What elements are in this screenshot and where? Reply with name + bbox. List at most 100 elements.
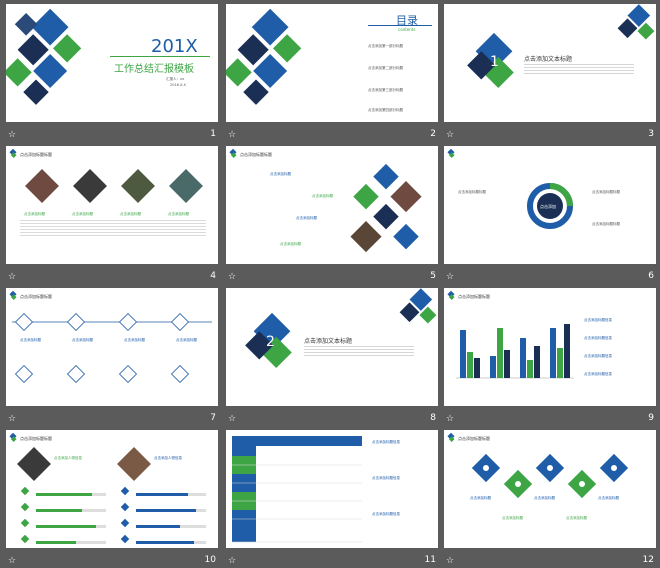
- section-title: 点击添加文本标题: [304, 338, 353, 345]
- slide-number: 7: [210, 413, 216, 423]
- toc-subtitle: contents: [398, 27, 416, 32]
- slide-canvas: 点击添加标题标题 点击添加标题 点击添加标题 点击添加标题 点击添加标题: [226, 146, 438, 264]
- slide-canvas: 2 点击添加文本标题: [226, 288, 438, 406]
- slide-header: 点击添加标题标题: [20, 152, 52, 157]
- caption: 点击添加标题标题: [592, 190, 620, 194]
- star-icon[interactable]: ☆: [8, 272, 17, 282]
- slide-canvas: 点击添加标题标题 点击添加标题 点击添加标题 点击添加标题 点击添加标题: [6, 288, 218, 406]
- caption: 点击添加人物信息: [54, 456, 82, 460]
- star-icon[interactable]: ☆: [228, 556, 237, 566]
- star-icon[interactable]: ☆: [446, 556, 455, 566]
- star-icon[interactable]: ☆: [8, 414, 17, 424]
- toc-item[interactable]: 点击添加第一部分标题: [368, 44, 403, 48]
- star-icon[interactable]: ☆: [446, 414, 455, 424]
- data-table: [232, 436, 362, 543]
- slide-thumb-11[interactable]: 点击添加标题信息 点击添加标题信息 点击添加标题信息 ☆ 11: [226, 430, 438, 566]
- logo-icon: [229, 148, 237, 158]
- slide-number: 11: [424, 555, 436, 565]
- profile-panel: [17, 447, 206, 544]
- slide-thumb-7[interactable]: 点击添加标题标题 点击添加标题 点击添加标题 点击添加标题 点击添加标题 ☆ 7: [6, 288, 218, 424]
- caption: 点击添加标题信息: [372, 440, 400, 444]
- slide-thumb-5[interactable]: 点击添加标题标题 点击添加标题 点击添加标题 点击添加标题 点击添加标题 ☆ 5: [226, 146, 438, 282]
- slide-number: 3: [648, 129, 654, 139]
- slide-number: 6: [648, 271, 654, 281]
- caption: 点击添加标题: [24, 212, 45, 216]
- caption: 点击添加标题信息: [584, 318, 612, 322]
- icon-diamonds: [471, 453, 629, 499]
- caption: 点击添加标题信息: [372, 476, 400, 480]
- logo-icon: [9, 432, 17, 442]
- toc-item[interactable]: 点击添加第三部分标题: [368, 88, 403, 92]
- slide-thumb-6[interactable]: 点击添加 点击添加标题标题 点击添加标题标题 点击添加标题标题 ☆ 6: [444, 146, 656, 282]
- slide-thumb-10[interactable]: 点击添加标题标题 点击添加人物信: [6, 430, 218, 566]
- title-rule: [110, 56, 210, 57]
- caption: 点击添加标题: [120, 212, 141, 216]
- slide-number: 1: [210, 129, 216, 139]
- text-placeholder: [304, 346, 414, 358]
- slide-number: 10: [204, 555, 216, 565]
- slide-number: 12: [642, 555, 654, 565]
- slide-thumb-2[interactable]: 目录 contents 点击添加第一部分标题 点击添加第二部分标题 点击添加第三…: [226, 4, 438, 140]
- caption: 点击添加标题: [296, 216, 317, 220]
- slide-canvas: 点击添加标题标题 点击添加人物信: [6, 430, 218, 548]
- caption: 点击添加标题: [176, 338, 197, 342]
- title-main: 工作总结汇报模板: [114, 64, 194, 75]
- text-placeholder: [524, 64, 634, 74]
- star-icon[interactable]: ☆: [446, 130, 455, 140]
- star-icon[interactable]: ☆: [228, 414, 237, 424]
- slide-thumb-9[interactable]: 点击添加标题标题 点击添加标题信息 点击添加标题信息 点击添加标题信息 点击添加…: [444, 288, 656, 424]
- logo-icon: [9, 290, 17, 300]
- slide-number: 5: [430, 271, 436, 281]
- caption: 点击添加标题: [168, 212, 189, 216]
- timeline: [12, 312, 212, 384]
- caption: 点击添加标题: [72, 212, 93, 216]
- diamond-decoration: [226, 8, 302, 105]
- toc-item[interactable]: 点击添加第四部分标题: [368, 108, 403, 112]
- toc-item[interactable]: 点击添加第二部分标题: [368, 66, 403, 70]
- star-icon[interactable]: ☆: [228, 272, 237, 282]
- bar-chart: [456, 324, 574, 379]
- caption: 点击添加标题: [534, 496, 555, 500]
- logo-icon: [447, 148, 455, 158]
- slide-thumb-3[interactable]: 1 点击添加文本标题 ☆ 3: [444, 4, 656, 140]
- caption: 点击添加标题: [20, 338, 41, 342]
- reporter: 汇报人：xx: [166, 77, 185, 81]
- caption: 点击添加标题标题: [592, 222, 620, 226]
- slide-thumb-12[interactable]: 点击添加标题标题 点击添加标题 点击添加标题 点击添加标题 点击添加标题 点击添…: [444, 430, 656, 566]
- slide-canvas: 目录 contents 点击添加第一部分标题 点击添加第二部分标题 点击添加第三…: [226, 4, 438, 122]
- photo-diamonds: [25, 169, 203, 203]
- section-title: 点击添加文本标题: [524, 56, 573, 63]
- caption: 点击添加标题: [280, 242, 301, 246]
- caption: 点击添加标题标题: [458, 190, 486, 194]
- logo-icon: [9, 148, 17, 158]
- caption: 点击添加标题信息: [584, 372, 612, 376]
- caption: 点击添加标题: [312, 194, 333, 198]
- slide-header: 点击添加标题标题: [20, 436, 52, 441]
- slide-number: 2: [430, 129, 436, 139]
- caption: 点击添加标题: [124, 338, 145, 342]
- caption: 点击添加标题: [566, 516, 587, 520]
- caption: 点击添加人物信息: [154, 456, 182, 460]
- diamond-decoration: [467, 4, 655, 89]
- diamond-decoration: [245, 288, 437, 369]
- star-icon[interactable]: ☆: [446, 272, 455, 282]
- slide-thumb-4[interactable]: 点击添加标题标题 点击添加标题 点击添加标题 点击添加标题 点击添加标题 ☆ 4: [6, 146, 218, 282]
- slide-canvas: 点击添加标题标题 点击添加标题 点击添加标题 点击添加标题 点击添加标题 点击添…: [444, 430, 656, 548]
- star-icon[interactable]: ☆: [8, 130, 17, 140]
- slide-header: 点击添加标题标题: [458, 436, 490, 441]
- ring-chart: [527, 183, 573, 229]
- slide-thumb-8[interactable]: 2 点击添加文本标题 ☆ 8: [226, 288, 438, 424]
- slide-number: 8: [430, 413, 436, 423]
- caption: 点击添加标题: [270, 172, 291, 176]
- star-icon[interactable]: ☆: [228, 130, 237, 140]
- section-index: 2: [266, 334, 275, 350]
- diamond-decoration: [6, 8, 82, 105]
- slide-canvas: 点击添加标题标题 点击添加标题 点击添加标题 点击添加标题 点击添加标题: [6, 146, 218, 264]
- caption: 点击添加标题信息: [584, 354, 612, 358]
- slide-thumb-1[interactable]: 201X 工作总结汇报模板 汇报人：xx 2016.X.X ☆ 1: [6, 4, 218, 140]
- caption: 点击添加标题信息: [372, 512, 400, 516]
- star-icon[interactable]: ☆: [8, 556, 17, 566]
- slide-canvas: 201X 工作总结汇报模板 汇报人：xx 2016.X.X: [6, 4, 218, 122]
- caption: 点击添加标题: [598, 496, 619, 500]
- slide-header: 点击添加标题标题: [458, 294, 490, 299]
